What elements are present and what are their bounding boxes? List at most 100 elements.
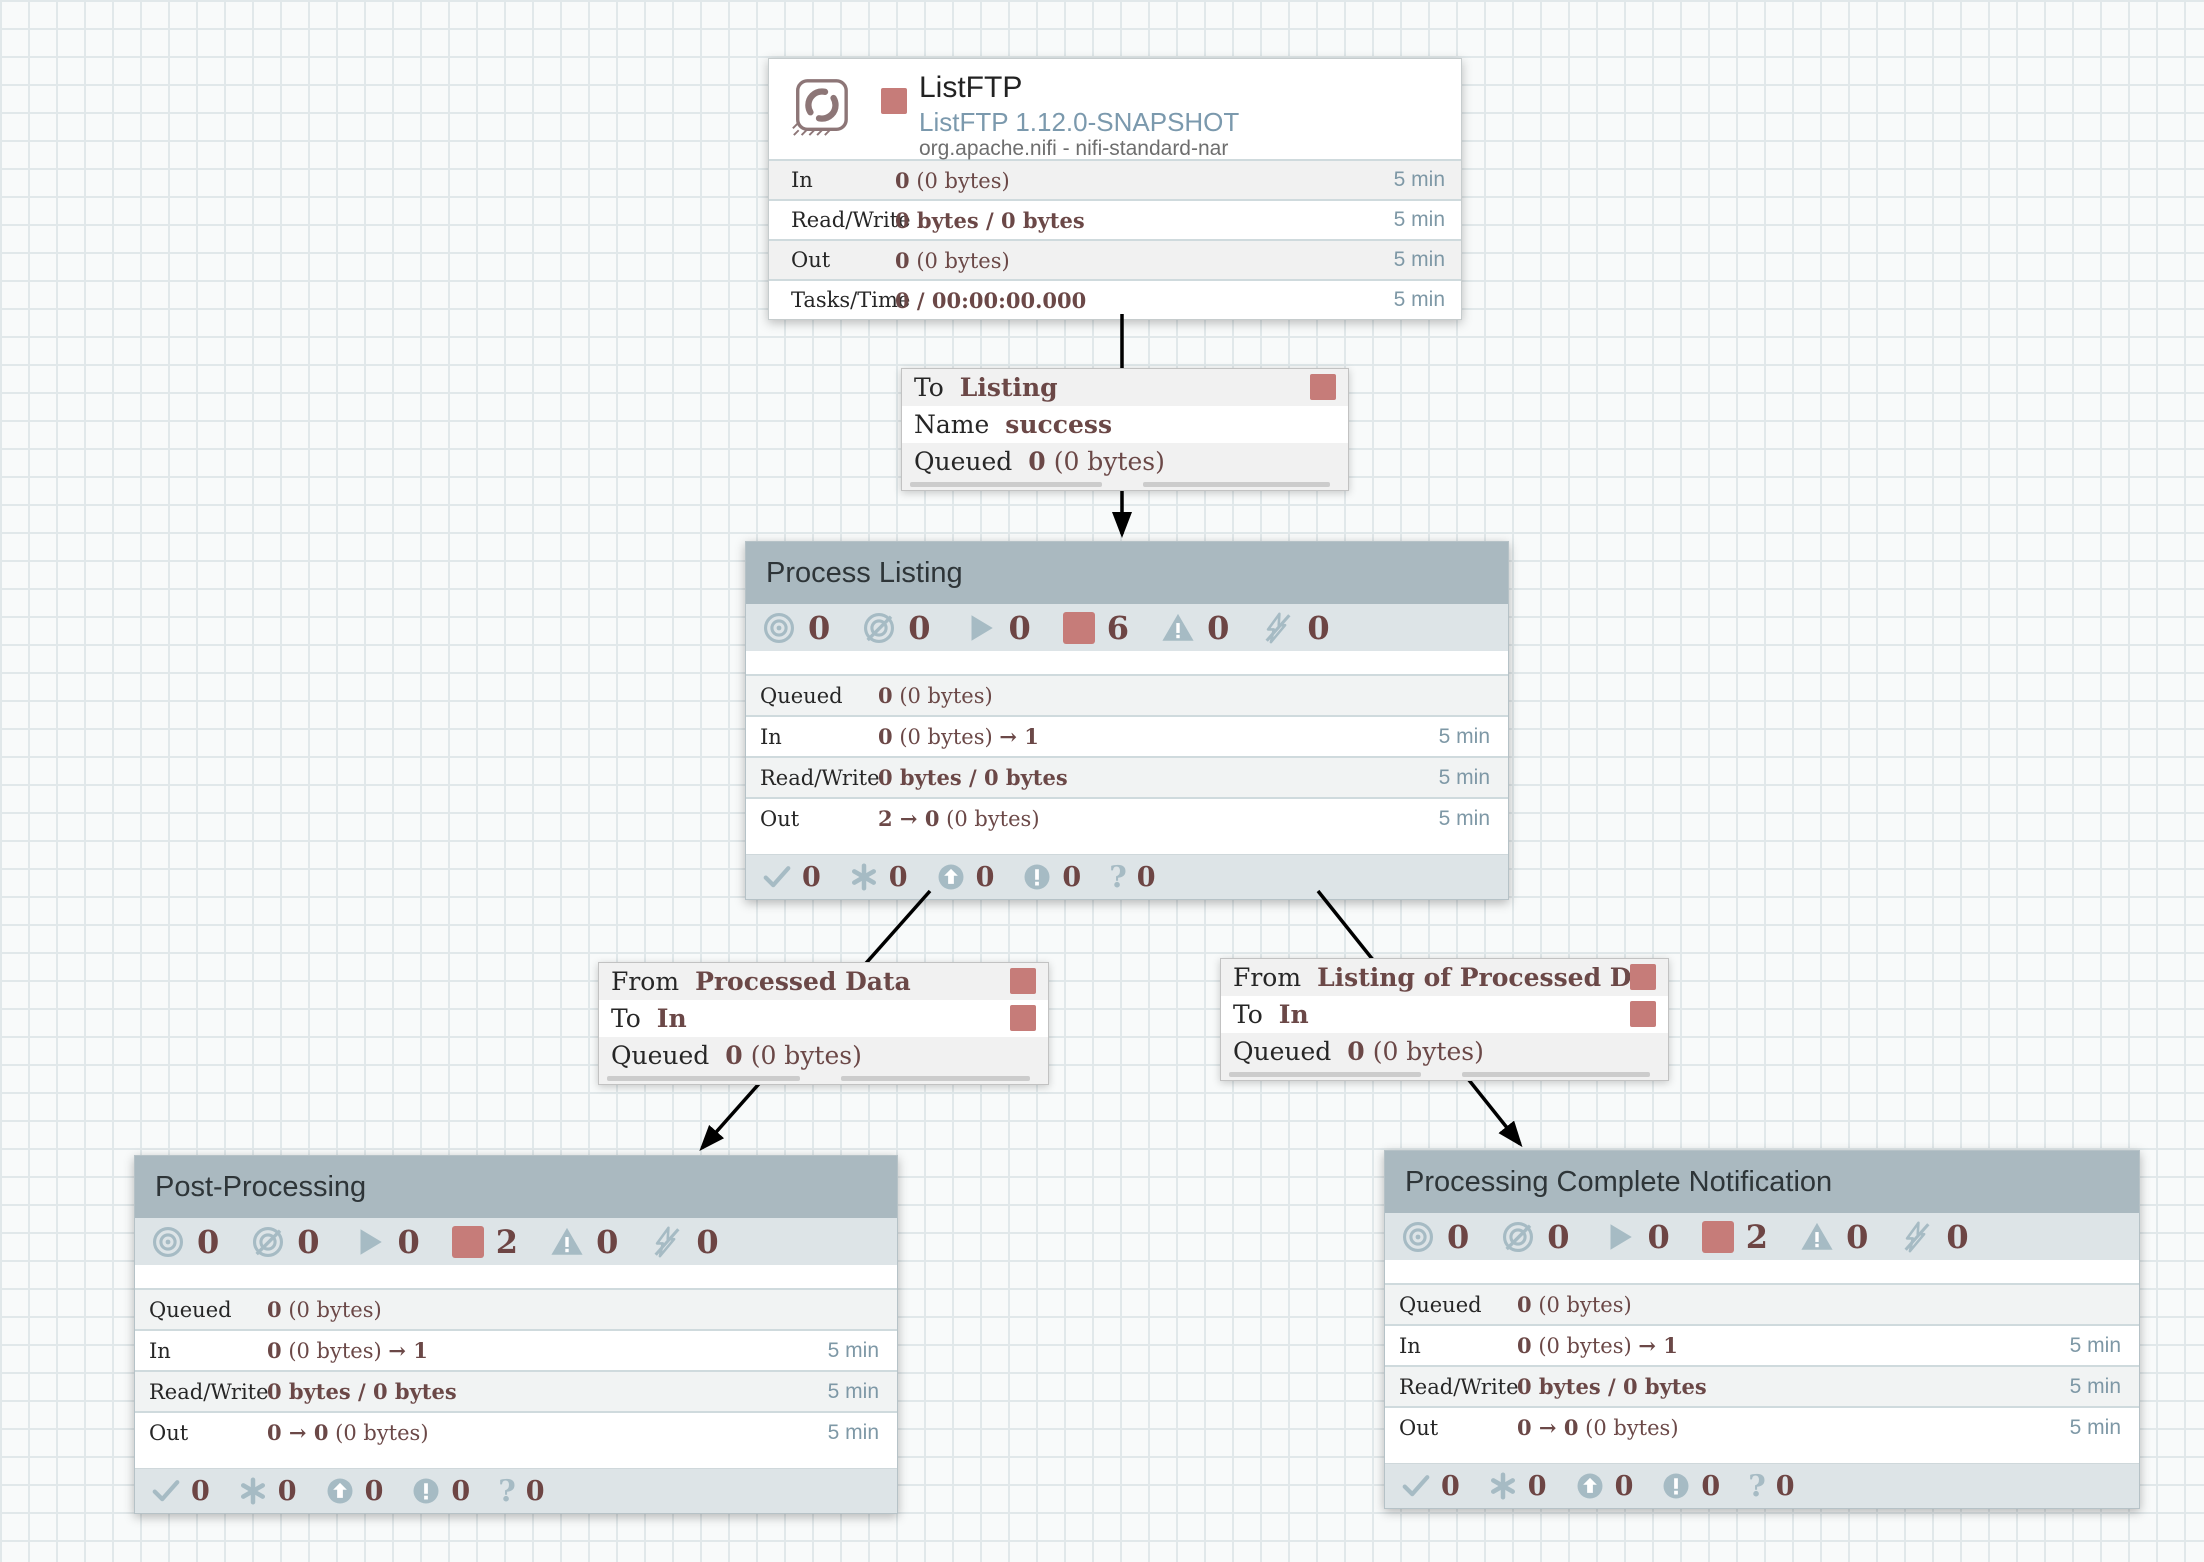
stat-row-in: In 0 (0 bytes) → 1 5 min (135, 1329, 897, 1370)
stopped-state-icon (881, 88, 907, 114)
up-to-date-count: 0 (1441, 1470, 1460, 1502)
lightning-slash-icon (1265, 612, 1291, 643)
locally-modified-stale-count: 0 (1062, 861, 1082, 893)
stat-row-queued: Queued 0 (0 bytes) (1385, 1283, 2139, 1324)
stat-value-bold: 0 (267, 1338, 282, 1363)
stat-value: 0 (0 bytes) → 1 (267, 1338, 428, 1363)
play-icon (971, 614, 993, 641)
play-icon (360, 1228, 382, 1255)
process-group-process-listing[interactable]: Process Listing 0 0 0 6 0 0 Queued 0 (0 … (745, 541, 1509, 900)
queue-size-bar (1462, 1072, 1651, 1077)
stat-value-bold: 0 / 00:00:00.000 (895, 287, 1087, 313)
stat-value: 0 / 00:00:00.000 (895, 288, 1086, 313)
stopped-count: 2 (495, 1222, 519, 1261)
transmitting-count: 0 (808, 608, 831, 647)
up-to-date-count: 0 (802, 861, 821, 893)
spacer (1385, 1260, 2139, 1283)
connection-queued-row: Queued 0 (0 bytes) (902, 443, 1348, 480)
connection-key: Queued (1233, 1037, 1332, 1066)
stat-row-queued: Queued 0 (0 bytes) (135, 1288, 897, 1329)
connection-to-row: To Listing (902, 369, 1348, 406)
stat-key: Queued (1399, 1292, 1482, 1317)
invalid-count: 0 (1846, 1217, 1869, 1256)
stat-row-readwrite: Read/Write 0 bytes / 0 bytes 5 min (769, 199, 1461, 239)
exclamation-circle-icon (1663, 1473, 1689, 1499)
stat-row-readwrite: Read/Write 0 bytes / 0 bytes 5 min (1385, 1365, 2139, 1406)
stat-row-out: Out 0 (0 bytes) 5 min (769, 239, 1461, 279)
red-square-icon (451, 1225, 484, 1258)
connection-name-row: Name success (902, 406, 1348, 443)
connection-from-value: Listing of Processed D… (1317, 963, 1657, 992)
locally-modified-stale-count: 0 (451, 1475, 471, 1507)
question-icon: ? (1109, 859, 1127, 895)
stat-key: In (1399, 1333, 1421, 1358)
queue-count-bar (1229, 1072, 1422, 1077)
connection-name-value: success (1005, 410, 1113, 439)
queue-capacity-bars (1221, 1070, 1668, 1080)
stopped-count: 2 (1745, 1217, 1769, 1256)
asterisk-icon (1490, 1472, 1515, 1500)
transmitting-count: 0 (197, 1222, 220, 1261)
stat-value-rest: (0 bytes) (1538, 1334, 1632, 1358)
spacer (746, 651, 1508, 674)
stat-row-queued: Queued 0 (0 bytes) (746, 674, 1508, 715)
check-icon (152, 1480, 180, 1502)
lightning-slash-icon (1904, 1221, 1930, 1252)
running-count: 0 (397, 1222, 420, 1261)
stat-key: In (149, 1338, 171, 1363)
stat-value-bold: 0 bytes / 0 bytes (878, 765, 1068, 790)
connection-label-listing-of-processed[interactable]: From Listing of Processed D… To In Queue… (1220, 958, 1669, 1081)
process-group-header: Post-Processing (135, 1156, 897, 1218)
stat-value-rest: (0 bytes) (899, 725, 993, 749)
stat-value: 0 bytes / 0 bytes (878, 765, 1068, 790)
stat-window: 5 min (1438, 806, 1490, 830)
stat-key: Out (791, 248, 831, 272)
stopped-state-icon (1010, 1005, 1036, 1031)
stat-value-bold: 0 (267, 1297, 282, 1322)
connection-key: To (1233, 1000, 1263, 1029)
stat-key: Out (1399, 1415, 1439, 1440)
process-group-name: Process Listing (766, 556, 963, 589)
queued-count: 0 (1028, 447, 1046, 476)
process-group-processing-complete-notification[interactable]: Processing Complete Notification 0 0 0 2… (1384, 1150, 2140, 1509)
stat-value: 0 bytes / 0 bytes (895, 208, 1085, 233)
stat-window: 5 min (1438, 765, 1490, 789)
asterisk-icon (851, 863, 876, 891)
queue-count-bar (910, 482, 1102, 487)
stat-window: 5 min (2069, 1333, 2121, 1357)
connection-key: From (1233, 963, 1302, 992)
processor-listftp[interactable]: ListFTP ListFTP 1.12.0-SNAPSHOT org.apac… (768, 58, 1462, 320)
spacer (135, 1452, 897, 1468)
process-group-post-processing[interactable]: Post-Processing 0 0 0 2 0 0 Queued 0 (0 … (134, 1155, 898, 1514)
invalid-count: 0 (1207, 608, 1230, 647)
stat-key: Queued (760, 683, 843, 708)
not-transmitting-count: 0 (297, 1222, 320, 1261)
connection-key: To (914, 373, 944, 402)
arrow-up-circle-icon (1577, 1473, 1603, 1499)
connection-label-processed-data[interactable]: From Processed Data To In Queued 0 (0 by… (598, 962, 1049, 1085)
sync-failure-count: 0 (1136, 861, 1156, 893)
stat-row-in: In 0 (0 bytes) 5 min (769, 159, 1461, 199)
stat-row-readwrite: Read/Write 0 bytes / 0 bytes 5 min (746, 756, 1508, 797)
stale-count: 0 (975, 861, 995, 893)
processor-type: ListFTP 1.12.0-SNAPSHOT (919, 107, 1240, 137)
stat-value: 0 (0 bytes) (1517, 1292, 1632, 1317)
stat-row-out: Out 0 → 0 (0 bytes) 5 min (1385, 1406, 2139, 1447)
stat-value: 0 bytes / 0 bytes (267, 1379, 457, 1404)
stat-key: In (760, 724, 782, 749)
process-group-status-bar: 0 0 0 2 0 0 (135, 1218, 897, 1265)
warning-triangle-icon (551, 1227, 583, 1255)
stat-key: Tasks/Time (791, 288, 911, 312)
stat-value-bold: 0 bytes / 0 bytes (267, 1379, 457, 1404)
connection-from-row: From Processed Data (599, 963, 1048, 1000)
exclamation-circle-icon (413, 1478, 439, 1504)
sync-failure-count: 0 (1775, 1470, 1795, 1502)
stat-key: Read/Write (149, 1379, 269, 1404)
connection-to-value: Listing (959, 373, 1058, 402)
question-icon: ? (498, 1473, 516, 1509)
asterisk-icon (240, 1477, 265, 1505)
process-group-name: Processing Complete Notification (1405, 1165, 1833, 1198)
connection-label-success[interactable]: To Listing Name success Queued 0 (0 byte… (901, 368, 1349, 491)
invalid-count: 0 (596, 1222, 619, 1261)
